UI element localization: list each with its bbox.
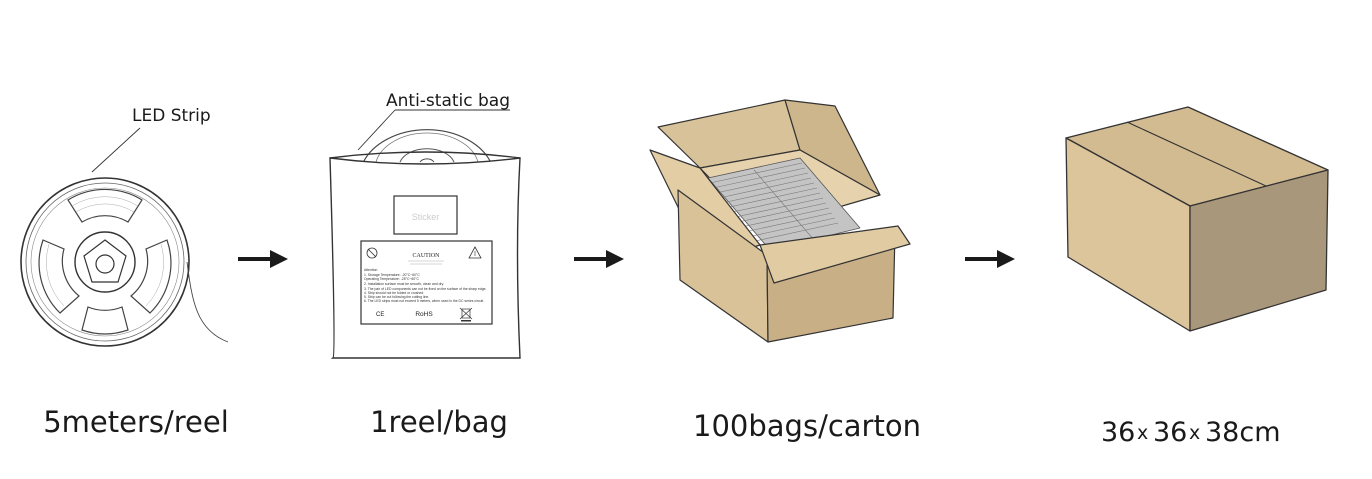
label-line: 4. Strip should not be folded or crushed… [364, 291, 424, 295]
dimension-value: 36 [1101, 417, 1135, 448]
caution-title: CAUTION [413, 253, 441, 259]
arrow-right-icon [574, 250, 624, 268]
open-carton-icon [649, 99, 911, 343]
anti-static-bag-callout: Anti-static bag [386, 91, 510, 111]
label-line: 3. The pair of LED components can not be… [364, 287, 487, 291]
caption-dimensions: 36 x 36 x 38cm [1101, 417, 1281, 448]
dimension-value: 36 [1153, 417, 1187, 448]
rohs-mark: RoHS [415, 311, 433, 318]
dimension-times: x [1189, 422, 1200, 444]
label-line: 1. Storage Temperature: -20°C~60°C [364, 273, 420, 277]
label-attention: Attention [364, 268, 377, 272]
label-line: 6. The LED strips must not exceed 5 mete… [364, 299, 484, 303]
label-line: Operating Temperature: -25°C~60°C [364, 277, 420, 281]
no-fold-icon [366, 247, 378, 259]
led-strip-callout-line [91, 127, 141, 173]
caption-bag: 1reel/bag [370, 405, 508, 439]
led-strip-callout: LED Strip [132, 106, 211, 126]
ce-mark: CE [376, 312, 384, 318]
dimension-value: 38cm [1205, 417, 1281, 448]
label-line: 2. Installation surface must be smooth, … [364, 282, 444, 286]
anti-static-bag-icon: Sticker CAUTION Attention 1. Storage Tem… [329, 129, 521, 359]
arrow-right-icon [238, 250, 288, 268]
reel-icon [20, 177, 229, 347]
label-line: 5. Strip can be cut following the cuttin… [364, 295, 429, 299]
sticker-label: Sticker [412, 212, 440, 222]
dimension-times: x [1137, 422, 1148, 444]
anti-static-bag-callout-line [357, 109, 396, 151]
arrow-right-icon [965, 250, 1015, 268]
closed-carton-icon [1065, 106, 1329, 332]
caption-carton: 100bags/carton [693, 409, 921, 443]
esd-warning-icon [468, 246, 482, 259]
bag-stack [707, 157, 861, 251]
caption-reel: 5meters/reel [43, 405, 229, 439]
recycle-bin-icon [459, 307, 473, 322]
